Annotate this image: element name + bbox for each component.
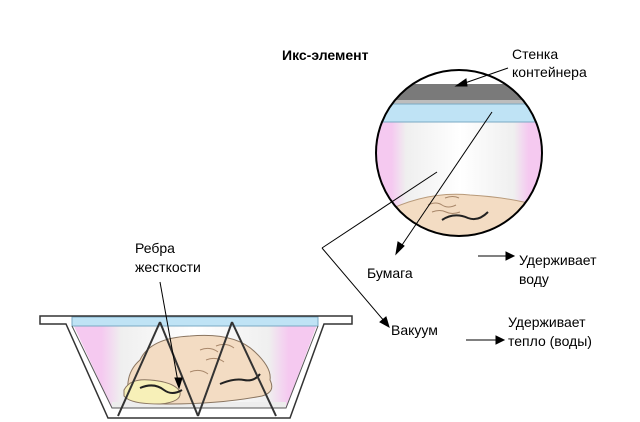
holds-water-line1: Удерживает bbox=[519, 252, 597, 268]
ribs bbox=[117, 321, 277, 417]
leader-lines bbox=[159, 67, 516, 390]
holds-water-line2: воду bbox=[519, 271, 549, 287]
wall-label-line2: контейнера bbox=[512, 64, 587, 80]
diagram-title: Икс-элемент bbox=[282, 47, 369, 63]
paper-layer bbox=[71, 316, 319, 327]
paper-layer-zoom bbox=[376, 103, 542, 123]
container bbox=[39, 315, 353, 419]
container-outline bbox=[39, 315, 353, 419]
vacuum-layer-zoom bbox=[376, 118, 542, 208]
holds-heat-line2: тепло (воды) bbox=[508, 333, 592, 349]
container-wall-zoom bbox=[376, 84, 542, 100]
food-zoom bbox=[376, 193, 542, 236]
ribs-label-line1: Ребра bbox=[135, 240, 175, 256]
vacuum-label: Вакуум bbox=[391, 322, 438, 338]
wall-label-line1: Стенка bbox=[512, 46, 559, 62]
holds-heat-line1: Удерживает bbox=[508, 314, 586, 330]
paper-label: Бумага bbox=[367, 265, 413, 281]
ribs-label-line2: жесткости bbox=[135, 259, 201, 275]
magnify-circle-outline bbox=[375, 69, 543, 237]
magnified-circle bbox=[376, 70, 542, 236]
